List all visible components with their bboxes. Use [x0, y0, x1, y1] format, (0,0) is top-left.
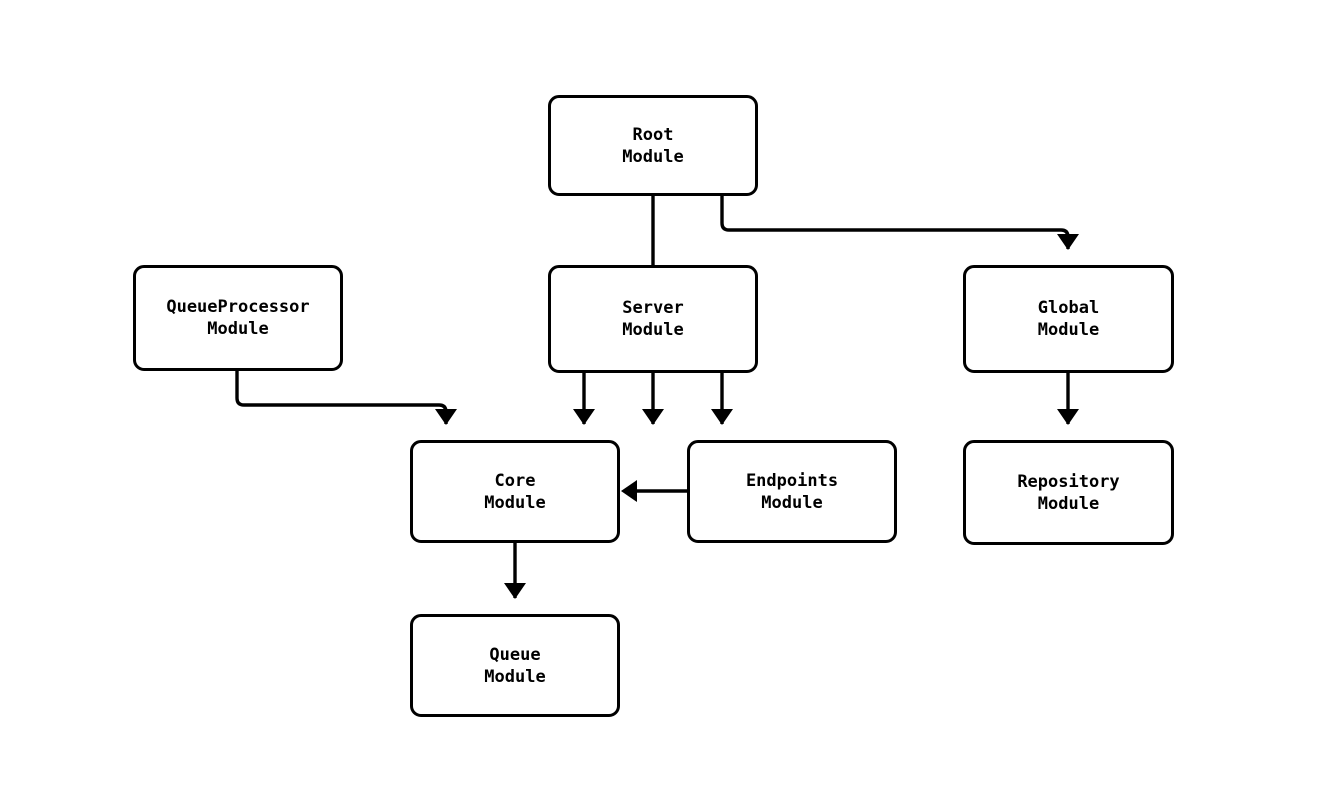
node-label-line2: Module: [761, 492, 823, 513]
node-label-line1: Queue: [489, 644, 541, 665]
node-label-line2: Module: [1037, 493, 1100, 514]
node-label-line1: Global: [1037, 298, 1100, 318]
node-label-line1: Repository: [1017, 471, 1120, 492]
node-queue-module[interactable]: Queue Module: [410, 614, 620, 717]
edge-queueprocessor-to-core: [235, 371, 457, 425]
node-label-line2: Module: [1037, 320, 1100, 340]
node-endpoints-module[interactable]: Endpoints Module: [687, 440, 897, 543]
node-queueprocessor-module[interactable]: QueueProcessor Module: [133, 265, 343, 371]
node-label-line2: Module: [622, 320, 684, 340]
node-core-module[interactable]: Core Module: [410, 440, 620, 543]
node-global-module[interactable]: Global Module: [963, 265, 1174, 373]
node-label-line1: Core: [494, 470, 536, 491]
node-server-module[interactable]: Server Module: [548, 265, 758, 373]
node-label-line2: Module: [207, 319, 269, 339]
node-label-line1: Endpoints: [745, 470, 839, 491]
node-label-line2: Module: [484, 666, 546, 687]
node-label-line1: QueueProcessor: [166, 297, 310, 317]
node-label-line2: Module: [622, 146, 684, 167]
node-label-line2: Module: [484, 492, 546, 513]
node-label-line1: Root: [632, 124, 674, 145]
edge-root-to-global: [720, 196, 1079, 250]
node-label-line1: Server: [622, 298, 684, 318]
node-root-module[interactable]: Root Module: [548, 95, 758, 196]
node-repository-module[interactable]: Repository Module: [963, 440, 1174, 545]
